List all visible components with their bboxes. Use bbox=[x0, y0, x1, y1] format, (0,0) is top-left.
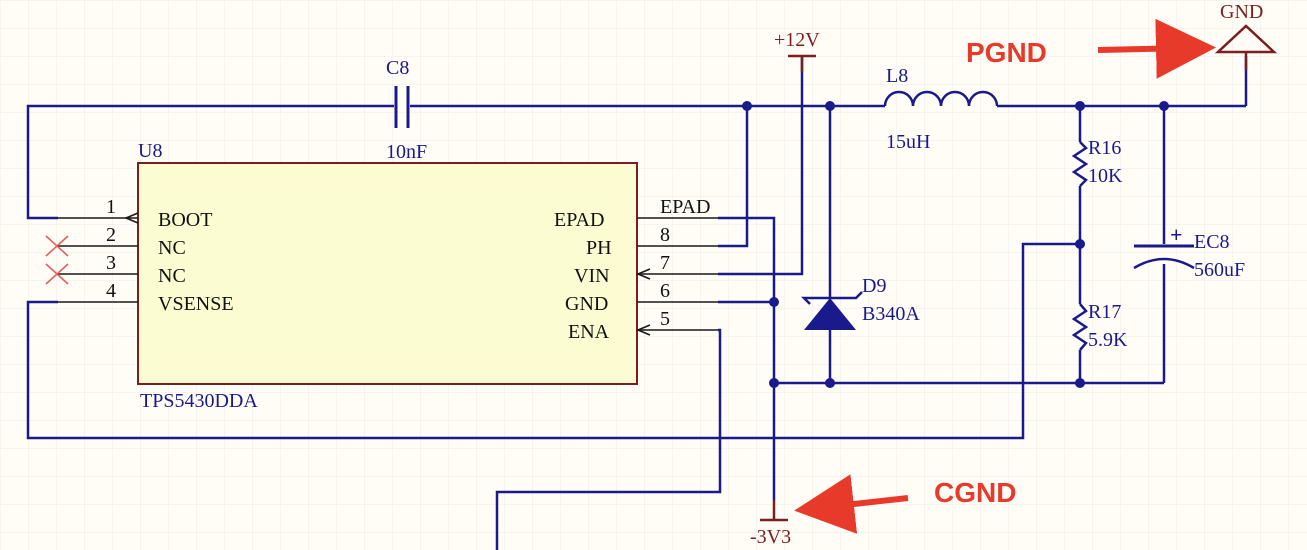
pin-name-epad: EPAD bbox=[554, 209, 604, 231]
net-label-epad: EPAD bbox=[660, 196, 710, 218]
capacitor-ec8[interactable]: + EC8 560uF bbox=[1133, 222, 1245, 281]
r17-ref: R17 bbox=[1088, 301, 1121, 323]
power-port-neg3v3[interactable]: -3V3 bbox=[750, 500, 791, 548]
annotation-cgnd: CGND bbox=[794, 474, 1016, 534]
ec8-polarity: + bbox=[1170, 222, 1183, 247]
pin-num-6: 6 bbox=[660, 280, 670, 302]
resistor-r16[interactable]: R16 10K bbox=[1071, 137, 1123, 187]
pin-num-8: 8 bbox=[660, 224, 670, 246]
r16-value: 10K bbox=[1088, 165, 1123, 187]
pin-name-ena: ENA bbox=[568, 321, 610, 343]
ic-body[interactable] bbox=[137, 162, 638, 385]
no-connect-marks bbox=[45, 235, 69, 285]
pin-num-5: 5 bbox=[660, 308, 670, 330]
inductor-l8[interactable]: L8 15uH bbox=[883, 65, 999, 153]
pin-num-4: 4 bbox=[106, 280, 116, 302]
right-pins: EPAD PH VIN GND ENA EPAD 8 7 6 5 bbox=[554, 196, 718, 343]
arrow-cgnd-icon bbox=[794, 474, 909, 534]
junctions bbox=[742, 101, 1169, 388]
ground-port-gnd[interactable]: GND bbox=[1214, 1, 1278, 70]
annotation-pgnd: PGND bbox=[966, 18, 1216, 79]
power-port-12v[interactable]: +12V bbox=[774, 29, 820, 72]
pin-name-vin: VIN bbox=[574, 265, 610, 287]
ground-label: GND bbox=[1220, 1, 1263, 23]
l8-value: 15uH bbox=[886, 131, 930, 153]
pin-name-ph: PH bbox=[586, 237, 612, 259]
diode-d9[interactable]: D9 B340A bbox=[800, 275, 920, 330]
pin-name-gnd: GND bbox=[565, 293, 608, 315]
power-label-neg3v3: -3V3 bbox=[750, 526, 791, 548]
ec8-value: 560uF bbox=[1194, 259, 1245, 281]
pin-name-nc-2: NC bbox=[158, 237, 186, 259]
capacitor-c8[interactable]: C8 10nF bbox=[386, 57, 427, 163]
pin-name-boot: BOOT bbox=[158, 209, 212, 231]
annotation-pgnd-text: PGND bbox=[966, 37, 1047, 68]
annotation-cgnd-text: CGND bbox=[934, 477, 1016, 508]
left-pins: 1 2 3 4 BOOT NC NC VSENSE bbox=[45, 196, 234, 315]
r17-value: 5.9K bbox=[1088, 329, 1128, 351]
resistor-r17[interactable]: R17 5.9K bbox=[1071, 301, 1128, 351]
pin-name-nc-3: NC bbox=[158, 265, 186, 287]
d9-value: B340A bbox=[862, 303, 920, 325]
arrow-pgnd-icon bbox=[1097, 18, 1216, 79]
ic-part: TPS5430DDA bbox=[140, 390, 258, 412]
power-label-12v: +12V bbox=[774, 29, 820, 51]
ic-ref: U8 bbox=[138, 140, 162, 162]
pin-num-7: 7 bbox=[660, 252, 670, 274]
c8-value: 10nF bbox=[386, 141, 427, 163]
l8-ref: L8 bbox=[886, 65, 908, 87]
d9-ref: D9 bbox=[862, 275, 886, 297]
wires bbox=[26, 56, 1248, 550]
pin-num-2: 2 bbox=[106, 224, 116, 246]
pin-name-vsense: VSENSE bbox=[158, 293, 234, 315]
pin-num-3: 3 bbox=[106, 252, 116, 274]
pin-num-1: 1 bbox=[106, 196, 116, 218]
c8-ref: C8 bbox=[386, 57, 409, 79]
ec8-ref: EC8 bbox=[1194, 231, 1230, 253]
r16-ref: R16 bbox=[1088, 137, 1121, 159]
